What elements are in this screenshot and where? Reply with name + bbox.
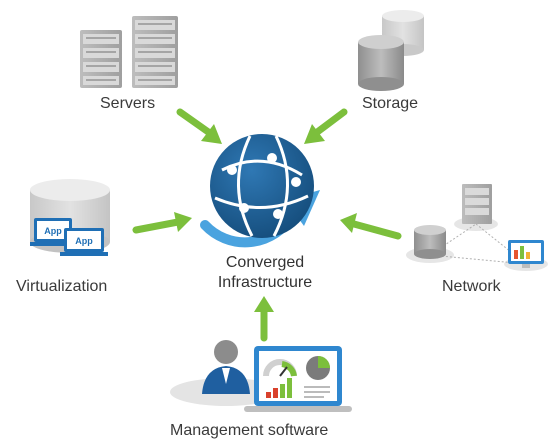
arrow-storage-to-center <box>304 108 348 144</box>
arrow-virtualization-to-center <box>132 212 192 234</box>
center-label-line1: Converged <box>225 254 305 271</box>
label-servers: Servers <box>100 95 156 112</box>
label-network: Network <box>442 278 501 295</box>
app-label-2: App <box>75 236 93 246</box>
label-virtualization: Virtualization <box>16 278 108 295</box>
globe-network-icon <box>200 134 320 248</box>
arrow-management-to-center <box>254 296 274 342</box>
management-icon <box>170 340 352 412</box>
network-icon <box>406 184 548 271</box>
label-management-software: Management software <box>170 422 329 439</box>
virtualization-icon <box>30 179 110 256</box>
arrow-network-to-center <box>340 213 402 240</box>
app-label-1: App <box>44 226 62 236</box>
servers-icon <box>80 16 178 88</box>
storage-icon <box>358 10 424 91</box>
center-label: Converged Infrastructure <box>200 253 330 293</box>
label-storage: Storage <box>362 95 419 112</box>
center-label-line2: Infrastructure <box>217 274 313 291</box>
arrow-servers-to-center <box>176 108 222 144</box>
